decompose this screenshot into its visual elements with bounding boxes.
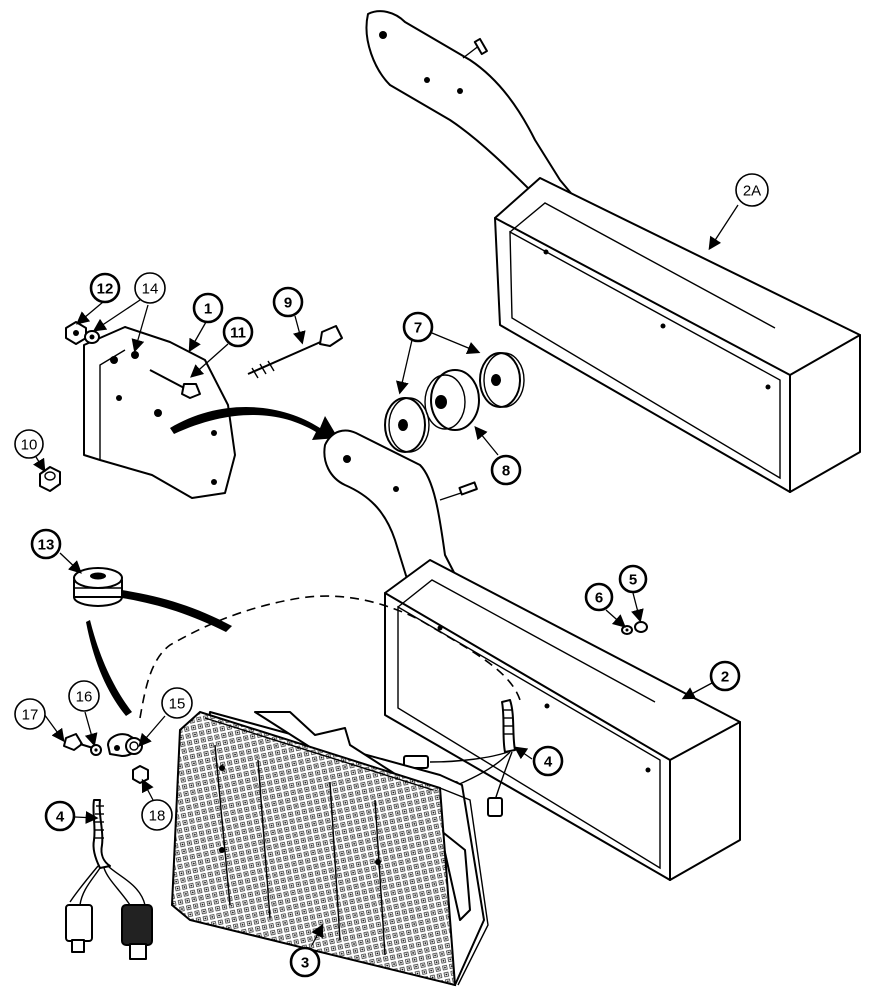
upper-lamp-housing [494, 177, 861, 493]
callout-1-label: 1 [204, 301, 212, 318]
nut-5 [634, 621, 648, 633]
callout-7: 7 [402, 311, 434, 343]
callout-2-label: 2 [721, 669, 729, 686]
isolator-7-right [479, 352, 525, 408]
clamp-15 [107, 733, 143, 757]
washer-16 [90, 744, 102, 756]
callout-2A: 2A [735, 173, 769, 207]
assembly-arrow-clamp [86, 620, 132, 716]
callout-18-label: 18 [149, 808, 166, 825]
grommet-13 [73, 567, 123, 607]
callout-9: 9 [272, 286, 304, 318]
lower-mounting-bracket [323, 429, 478, 591]
callout-14: 14 [134, 272, 166, 304]
screw-17 [63, 733, 94, 751]
wiring-harness-left [65, 799, 153, 960]
callout-6-label: 6 [595, 590, 603, 607]
callout-3: 3 [289, 946, 321, 978]
isolator-7-left [384, 397, 430, 453]
callout-10-label: 10 [21, 437, 38, 454]
washer-6 [621, 625, 633, 635]
callout-11: 11 [222, 316, 254, 348]
callout-9-label: 9 [284, 295, 292, 312]
callout-4-left-label: 4 [56, 809, 65, 826]
lower-lamp-housing [384, 559, 741, 881]
assembly-arrow-grommet [122, 590, 232, 632]
callout-6: 6 [584, 582, 614, 612]
spacer-8 [424, 369, 480, 431]
lamp-lens-3 [170, 710, 489, 987]
bolt-9 [247, 325, 343, 379]
callout-18: 18 [141, 799, 173, 831]
callout-13-label: 13 [38, 537, 55, 554]
callout-2: 2 [709, 660, 741, 692]
callout-2A-label: 2A [743, 183, 761, 200]
callout-1: 1 [192, 292, 224, 324]
callout-4-right-label: 4 [544, 754, 553, 771]
callout-10: 10 [14, 429, 44, 459]
leader-lines [33, 204, 739, 946]
callout-11-label: 11 [230, 325, 246, 342]
callout-3-label: 3 [301, 955, 309, 972]
callout-17-label: 17 [22, 707, 39, 724]
callout-7-label: 7 [414, 320, 422, 337]
callout-15: 15 [161, 687, 193, 719]
callout-5-label: 5 [629, 572, 637, 589]
nut-10 [39, 466, 61, 492]
nut-18 [132, 765, 149, 784]
callout-17: 17 [14, 698, 46, 730]
callout-16-label: 16 [76, 689, 93, 706]
callout-8: 8 [490, 454, 522, 486]
callout-4-right: 4 [532, 745, 564, 777]
nut-12 [65, 321, 87, 345]
wiring-route-dashed [139, 595, 521, 719]
assembly-arrow-plate [170, 406, 338, 440]
bolt-11 [149, 369, 201, 399]
callout-12: 12 [89, 272, 121, 304]
callout-14-label: 14 [142, 281, 159, 298]
callout-16: 16 [68, 680, 100, 712]
callout-13: 13 [30, 528, 62, 560]
wiring-harness-right [403, 699, 516, 817]
callout-5: 5 [618, 564, 648, 594]
callout-4-left: 4 [44, 800, 76, 832]
callout-12-label: 12 [97, 281, 114, 298]
callout-8-label: 8 [502, 463, 510, 480]
washer-14 [84, 330, 100, 344]
callout-15-label: 15 [169, 696, 186, 713]
